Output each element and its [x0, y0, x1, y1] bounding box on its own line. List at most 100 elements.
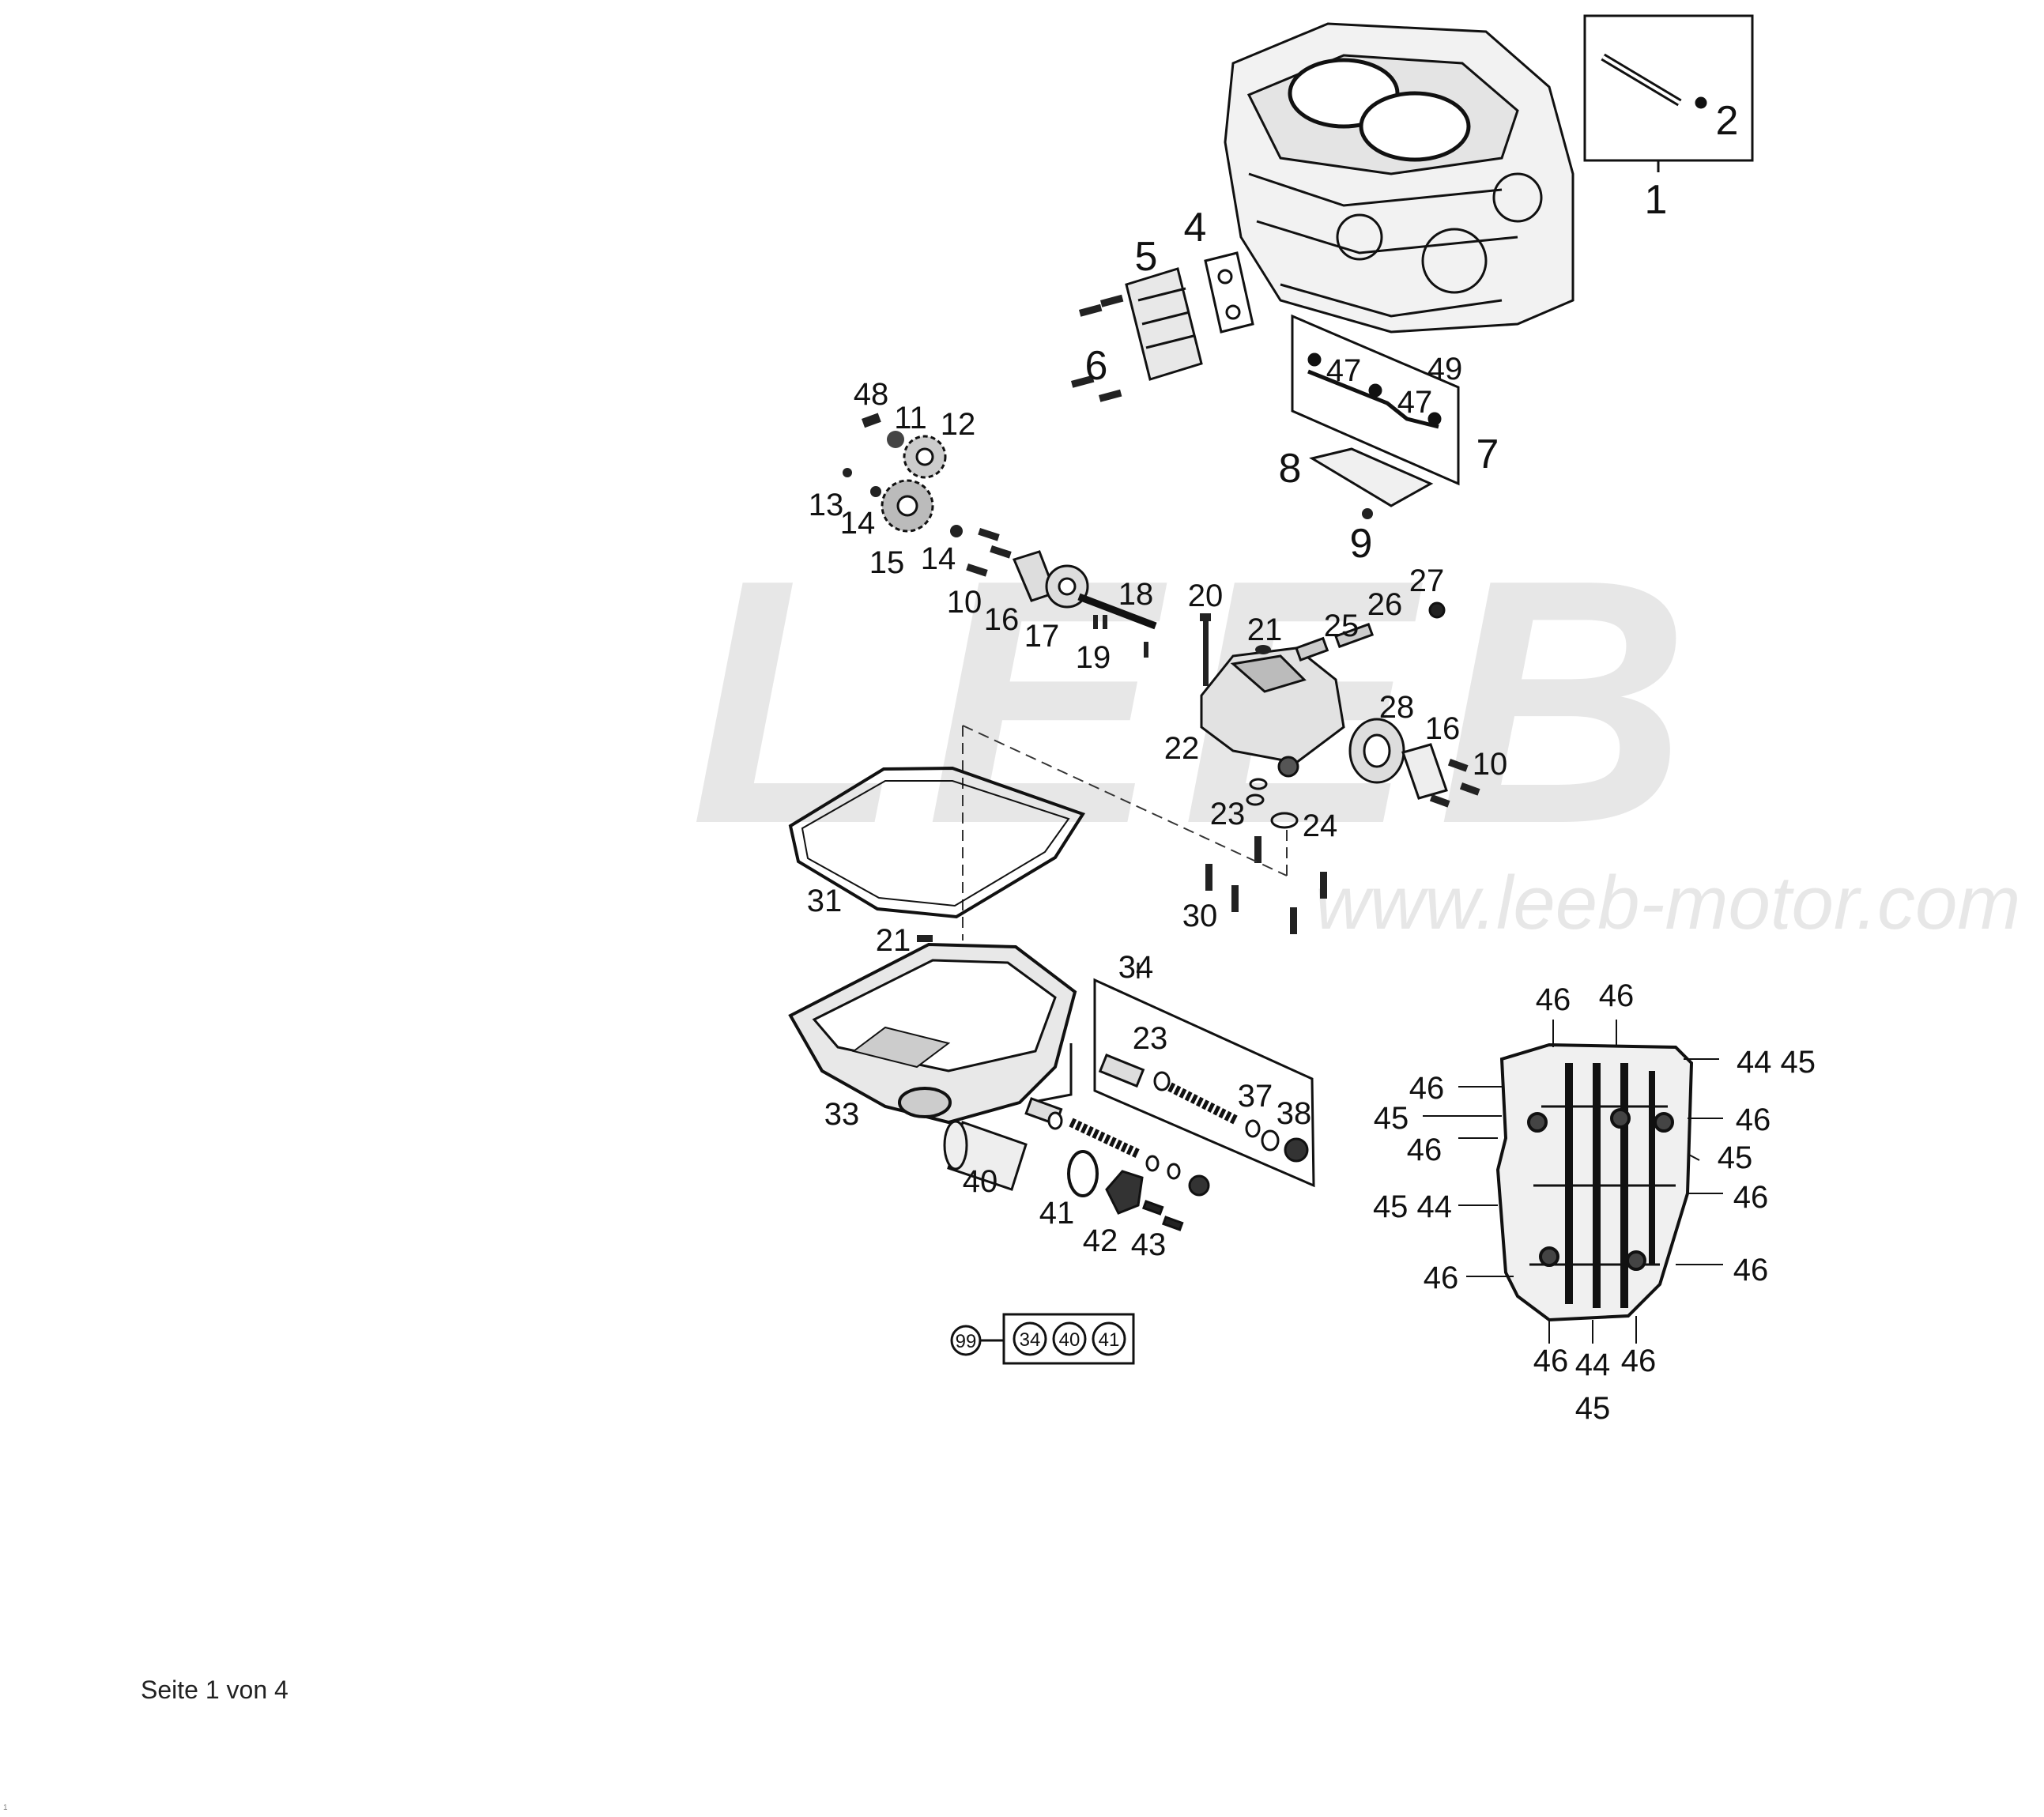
callout: 4: [1184, 205, 1207, 251]
callout: 45: [1374, 1101, 1409, 1136]
part-valve-spring-lower: [1069, 1118, 1141, 1159]
callout: 21: [876, 923, 911, 958]
callout: 47: [1326, 353, 1362, 388]
part-23b-sleeve: [1098, 1054, 1171, 1091]
kit-id: 99: [956, 1331, 977, 1352]
callout: 44 45: [1737, 1045, 1816, 1080]
part-19-pins: [1093, 615, 1148, 658]
callout: 46: [1424, 1261, 1459, 1295]
callout: 46: [1409, 1071, 1445, 1106]
part-20-screw: [1200, 613, 1211, 686]
part-25-26-27-relief-valve: [1295, 601, 1446, 662]
part-31-gasket: [788, 766, 1086, 919]
callout: 47: [1397, 385, 1433, 420]
callout: 46: [1536, 982, 1571, 1017]
callout: 23: [1210, 797, 1246, 831]
callout: 20: [1188, 579, 1224, 613]
callout: 40: [963, 1164, 998, 1199]
callout: 14: [921, 541, 956, 576]
callout: 46: [1733, 1253, 1769, 1287]
part-41-oring: [1067, 1150, 1099, 1197]
part-43-fasteners: [1141, 1155, 1210, 1231]
callout: 18: [1118, 577, 1154, 612]
callout: 46: [1599, 978, 1635, 1013]
part-42-cap: [1105, 1170, 1144, 1215]
alignment-lines: [962, 725, 1288, 941]
callout: 34: [1118, 950, 1154, 985]
kit-item-40: 40: [1059, 1329, 1080, 1351]
callout: 2: [1716, 98, 1739, 144]
callout: 26: [1367, 587, 1403, 622]
part-6-bolts: [1071, 294, 1124, 402]
callout: 27: [1409, 564, 1445, 598]
part-40-oil-strainer: [943, 1120, 1028, 1191]
part-28-oil-filter: [1348, 718, 1405, 784]
callout: 15: [869, 545, 905, 580]
callout: 37: [1238, 1079, 1273, 1114]
part-1-dowel-pin-box: [1583, 14, 1754, 172]
callout: 22: [1164, 731, 1200, 766]
callout: 46: [1621, 1344, 1657, 1378]
callout: 30: [1182, 899, 1218, 933]
part-8-plate: [1309, 447, 1434, 507]
part-37-38-seals: [1245, 1119, 1309, 1163]
callout: 9: [1350, 521, 1373, 567]
callout: 45 44: [1373, 1189, 1452, 1224]
oil-pan-bottom-view: [1495, 1042, 1694, 1322]
callout: 41: [1039, 1196, 1075, 1231]
part-33-oil-pan: [788, 942, 1077, 1125]
callout: 33: [824, 1097, 860, 1132]
kit-item-34: 34: [1020, 1329, 1041, 1351]
callout: 6: [1085, 343, 1108, 389]
part-15-sprocket: [881, 479, 934, 533]
kit-reference: [950, 1313, 1135, 1365]
part-18-shaft: [1077, 593, 1157, 630]
callout: 16: [984, 602, 1020, 637]
callout: 46: [1736, 1103, 1771, 1137]
part-engine-crankcase: [1224, 22, 1574, 334]
part-7-bracket-box: [1291, 314, 1460, 486]
callout: 11: [894, 401, 927, 435]
callout: 45: [1575, 1391, 1611, 1426]
part-10b-bolts-right: [1429, 759, 1480, 808]
part-small-fasteners-left: [843, 413, 1012, 577]
callout: 14: [840, 506, 876, 541]
callout: 44: [1575, 1348, 1611, 1382]
callout: 46: [1407, 1133, 1442, 1167]
callout: 24: [1303, 809, 1338, 843]
callout: 25: [1324, 609, 1360, 643]
callout: 46: [1733, 1180, 1769, 1215]
callout: 10: [1473, 747, 1508, 782]
watermark-logo: LEEB: [690, 508, 1712, 896]
callout: 5: [1135, 234, 1158, 280]
part-5-oil-cooler: [1125, 267, 1203, 381]
callout: 28: [1379, 690, 1415, 725]
callout-labels: 1 2 4 5 6 7 8 9 47 49 47 48 11 12 13 14 …: [807, 98, 1816, 1426]
part-21b-plug: [917, 935, 933, 942]
callout: 31: [807, 884, 843, 918]
part-9-plug: [1362, 508, 1373, 519]
callout: 42: [1083, 1223, 1118, 1258]
part-valve-assembly-lower: [1024, 1097, 1063, 1130]
part-30-bolts: [1205, 836, 1327, 934]
callout: 45: [1718, 1140, 1753, 1175]
callout: 12: [941, 407, 976, 442]
page-footer: Seite 1 von 4: [141, 1676, 288, 1704]
part-23-24-orings: [1246, 778, 1299, 829]
kit-item-41: 41: [1099, 1329, 1120, 1351]
part-valve-spring-upper: [1167, 1082, 1239, 1125]
watermark: LEEB: [690, 508, 1712, 896]
callout: 23: [1133, 1021, 1168, 1056]
corner-mark: 1: [3, 1804, 8, 1812]
callout: 16: [1425, 711, 1461, 746]
watermark-url: www.leeb-motor.com: [1315, 861, 2021, 945]
part-16-17-pump-cover: [1012, 550, 1089, 609]
part-12-sprocket: [903, 435, 947, 479]
part-34-box: [1029, 963, 1315, 1188]
callout: 13: [809, 488, 844, 522]
part-16b-cover-right: [1401, 743, 1448, 800]
part-22-oil-pump-housing: [1200, 647, 1345, 778]
part-21-plug: [1255, 645, 1271, 654]
oil-pan-bottom-view-leaders: [1423, 1020, 1723, 1344]
